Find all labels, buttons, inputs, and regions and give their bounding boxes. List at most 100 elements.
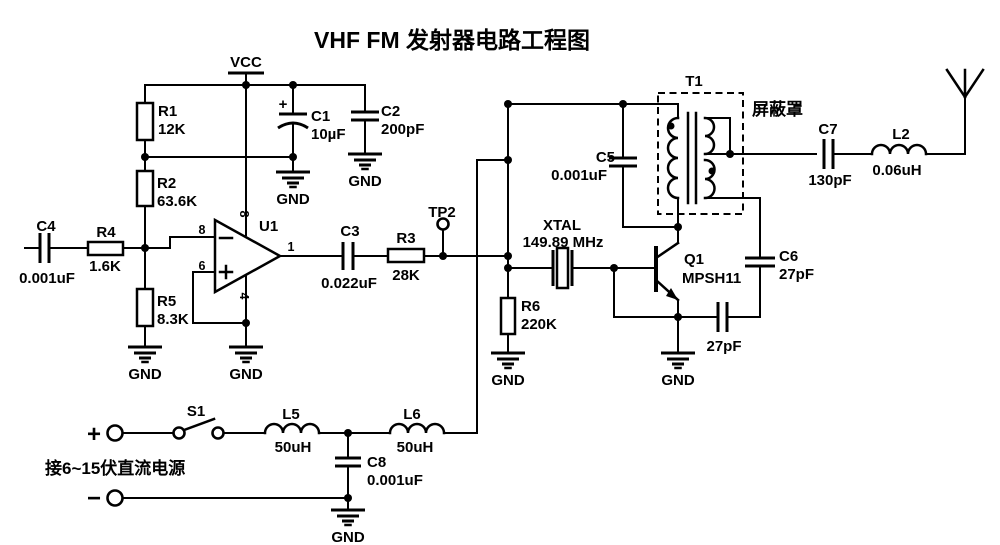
transistor-q1: Q1 MPSH11 (654, 241, 741, 302)
minus-terminal: − (87, 485, 124, 512)
gnd-label: GND (348, 173, 382, 190)
q1-value: MPSH11 (682, 270, 741, 287)
resistor-r1: R1 12K (135, 101, 186, 142)
transformer-t1: T1 屏蔽罩 (657, 73, 803, 215)
c9-value: 27pF (706, 338, 741, 355)
q1-ref: Q1 (684, 251, 704, 268)
gnd-label: GND (229, 366, 263, 383)
antenna-icon (945, 68, 985, 99)
inductor-l6: L6 50uH (388, 406, 446, 456)
c1-polarity-plus: + (279, 96, 288, 113)
supply-note: 接6~15伏直流电源 (45, 458, 185, 478)
primary-winding (666, 116, 680, 200)
capacitor-c3: C3 0.022uF (321, 223, 377, 292)
switch-s1: S1 (172, 403, 225, 440)
gnd-label: GND (491, 372, 525, 389)
c4-value: 0.001uF (19, 270, 75, 287)
gnd-label: GND (661, 372, 695, 389)
wires (24, 71, 966, 511)
opamp-u1: U1 8 6 1 8 4 (199, 211, 295, 300)
c8-ref: C8 (367, 454, 386, 471)
r5-value: 8.3K (157, 311, 189, 328)
secondary-phase-dot (708, 167, 716, 175)
capacitor-c5: C5 0.001uF (551, 149, 637, 184)
u1-ref: U1 (259, 218, 278, 235)
gnd-label: GND (276, 191, 310, 208)
resistor-r6: R6 220K (499, 296, 557, 336)
resistor-r4: R4 1.6K (86, 224, 125, 275)
capacitor-27pf-emitter: 27pF (706, 302, 742, 355)
c4-ref: C4 (36, 218, 56, 235)
c5-ref: C5 (596, 149, 615, 166)
c6-ref: C6 (779, 248, 798, 265)
resistor-r3: R3 28K (386, 230, 426, 284)
c1-ref: C1 (311, 108, 330, 125)
r6-ref: R6 (521, 298, 540, 315)
s1-ref: S1 (187, 403, 205, 420)
c6-value: 27pF (779, 266, 814, 283)
shield-box (657, 92, 744, 215)
junction-dots (141, 81, 734, 502)
capacitor-c2: C2 200pF (351, 103, 424, 138)
gnd-label: GND (331, 529, 365, 545)
gnd-label: GND (128, 366, 162, 383)
l5-ref: L5 (282, 406, 300, 423)
shield-label: 屏蔽罩 (752, 99, 803, 119)
c2-ref: C2 (381, 103, 400, 120)
ground-symbols: GND GND GND GND GND GND GND (126, 152, 697, 545)
plus-sign: + (87, 421, 101, 448)
u1-pin-noninverting: 6 (199, 259, 206, 273)
inductor-l2: L2 0.06uH (870, 126, 928, 179)
r3-value: 28K (392, 267, 420, 284)
r6-value: 220K (521, 316, 557, 333)
l6-value: 50uH (397, 439, 434, 456)
c2-value: 200pF (381, 121, 424, 138)
u1-pin-output: 1 (288, 240, 295, 254)
testpoint-tp2: TP2 (428, 204, 456, 231)
c7-value: 130pF (808, 172, 851, 189)
l2-value: 0.06uH (872, 162, 921, 179)
capacitor-c6: C6 27pF (745, 248, 814, 283)
minus-sign: − (87, 485, 101, 512)
resistor-r2: R2 63.6K (135, 169, 197, 210)
c8-value: 0.001uF (367, 472, 423, 489)
l5-value: 50uH (275, 439, 312, 456)
plus-terminal: + (87, 421, 124, 448)
l6-ref: L6 (403, 406, 421, 423)
page-title: VHF FM 发射器电路工程图 (314, 27, 590, 53)
vcc-label: VCC (230, 54, 262, 71)
c3-ref: C3 (340, 223, 359, 240)
r5-ref: R5 (157, 293, 176, 310)
inductor-l5: L5 50uH (263, 406, 321, 456)
secondary-winding-lower (703, 158, 716, 200)
c5-value: 0.001uF (551, 167, 607, 184)
l2-ref: L2 (892, 126, 910, 143)
r3-ref: R3 (396, 230, 415, 247)
primary-phase-dot (667, 122, 675, 130)
capacitor-c4: C4 0.001uF (19, 218, 75, 287)
c3-value: 0.022uF (321, 275, 377, 292)
c1-value: 10µF (311, 126, 346, 143)
u1-pin-ground: 4 (237, 293, 251, 300)
xtal-ref: XTAL (543, 217, 581, 234)
r2-value: 63.6K (157, 193, 197, 210)
c7-ref: C7 (818, 121, 837, 138)
xtal-value: 149.89 MHz (523, 234, 604, 251)
capacitor-c8: C8 0.001uF (335, 454, 423, 489)
r4-value: 1.6K (89, 258, 121, 275)
crystal-xtal: XTAL 149.89 MHz (523, 217, 604, 290)
capacitor-c7: C7 130pF (808, 121, 851, 189)
r1-value: 12K (158, 121, 186, 138)
r2-ref: R2 (157, 175, 176, 192)
capacitor-c1: + C1 10µF (277, 96, 346, 143)
u1-pin-inverting: 8 (199, 223, 206, 237)
resistor-r5: R5 8.3K (135, 287, 189, 328)
tp2-label: TP2 (428, 204, 456, 221)
u1-pin-power: 8 (237, 211, 251, 218)
emitter-arrow (666, 288, 678, 300)
r1-ref: R1 (158, 103, 177, 120)
t1-ref: T1 (685, 73, 703, 90)
r4-ref: R4 (96, 224, 116, 241)
